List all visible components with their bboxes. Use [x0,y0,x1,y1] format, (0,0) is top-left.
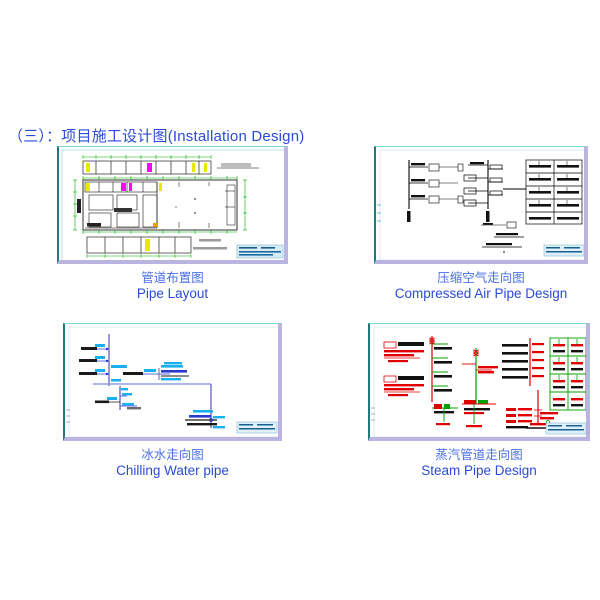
title-block [543,244,584,257]
cad-schematic-steam-svg [370,323,586,437]
drawing-thumbnail-steam-pipe[interactable] [368,322,590,441]
cad-schematic-chilling-svg [65,323,278,437]
cad-floor-plan-svg [59,147,284,260]
caption-en: Steam Pipe Design [421,462,537,478]
figure-grid: 管道布置图 Pipe Layout [0,146,600,479]
figure-row-2: 冰水走向图 Chilling Water pipe [0,322,600,480]
caption-steam-pipe: 蒸汽管道走向图 Steam Pipe Design [368,448,590,480]
figure-chilling-water-pipe[interactable]: 冰水走向图 Chilling Water pipe [0,322,300,480]
figure-steam-pipe[interactable]: 蒸汽管道走向图 Steam Pipe Design [300,322,600,480]
caption-cn: 蒸汽管道走向图 [435,447,523,462]
drawing-thumbnail-pipe-layout[interactable] [57,146,288,264]
figure-row-1: 管道布置图 Pipe Layout [0,146,600,303]
drawing-thumbnail-chilling-water-pipe[interactable] [63,322,282,441]
caption-en: Chilling Water pipe [116,462,229,478]
drawing-canvas-compressed-air-pipe [376,147,584,260]
title-block [236,421,278,433]
drawing-canvas-steam-pipe [370,323,586,437]
caption-cn: 冰水走向图 [141,447,204,462]
title-block [236,244,284,259]
caption-cn: 压缩空气走向图 [437,271,525,285]
caption-cn: 管道布置图 [141,271,204,285]
drawing-thumbnail-compressed-air-pipe[interactable] [374,146,588,264]
figure-pipe-layout[interactable]: 管道布置图 Pipe Layout [0,146,300,303]
caption-en: Compressed Air Pipe Design [394,286,568,302]
row-spacer [0,303,600,323]
caption-compressed-air-pipe: 压缩空气走向图 Compressed Air Pipe Design [374,271,588,303]
drawing-canvas-pipe-layout [59,147,284,260]
drawing-canvas-chilling-water-pipe [65,323,278,437]
figure-compressed-air-pipe[interactable]: 压缩空气走向图 Compressed Air Pipe Design [300,146,600,303]
caption-pipe-layout: 管道布置图 Pipe Layout [57,271,288,303]
page-title: （三）：项目施工设计图(Installation Design) [8,128,305,145]
caption-en: Pipe Layout [136,286,209,302]
title-block [545,422,586,434]
cad-schematic-air-svg [376,147,584,260]
caption-chilling-water-pipe: 冰水走向图 Chilling Water pipe [63,448,282,480]
